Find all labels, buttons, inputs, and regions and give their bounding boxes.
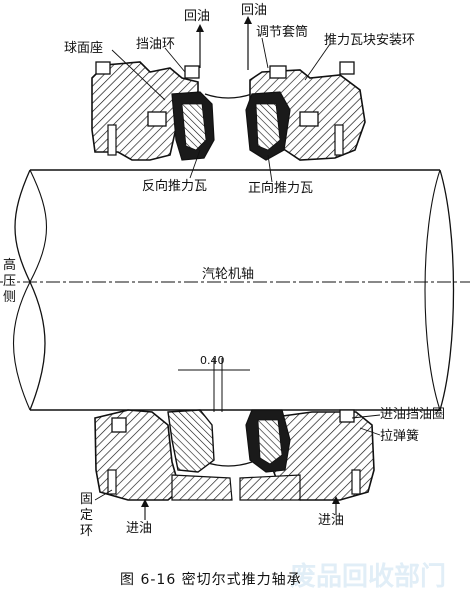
figure-caption: 图 6-16 密切尔式推力轴承 [120, 571, 302, 588]
label-pad-mounting-ring: 推力瓦块安装环 [324, 33, 415, 48]
turbine-shaft [0, 93, 470, 467]
label-fixed-ring: 固定环 [80, 492, 94, 539]
label-inlet-oil-baffle: 进油挡油圈 [380, 407, 445, 422]
lower-bearing-section [94, 358, 375, 520]
label-high-pressure-side: 高压侧 [3, 258, 17, 306]
upper-bearing-section [91, 16, 366, 161]
label-oil-return-left: 回油 [184, 9, 210, 24]
label-reverse-thrust-pad: 反向推力瓦 [142, 178, 207, 194]
label-oil-baffle-ring: 挡油环 [136, 37, 175, 52]
label-spherical-seat: 球面座 [64, 41, 103, 56]
leader-lines [94, 37, 381, 501]
label-adjusting-sleeve: 调节套筒 [256, 24, 308, 40]
label-forward-thrust-pad: 正向推力瓦 [248, 180, 313, 196]
label-oil-inlet-right: 进油 [318, 513, 344, 528]
label-tension-spring: 拉弹簧 [380, 428, 419, 444]
label-turbine-shaft: 汽轮机轴 [202, 267, 254, 282]
label-gap-value: 0.40 [200, 354, 225, 367]
label-oil-return-right: 回油 [241, 3, 267, 18]
label-oil-inlet-left: 进油 [126, 521, 152, 536]
watermark: 废品回收部门 [290, 561, 446, 591]
